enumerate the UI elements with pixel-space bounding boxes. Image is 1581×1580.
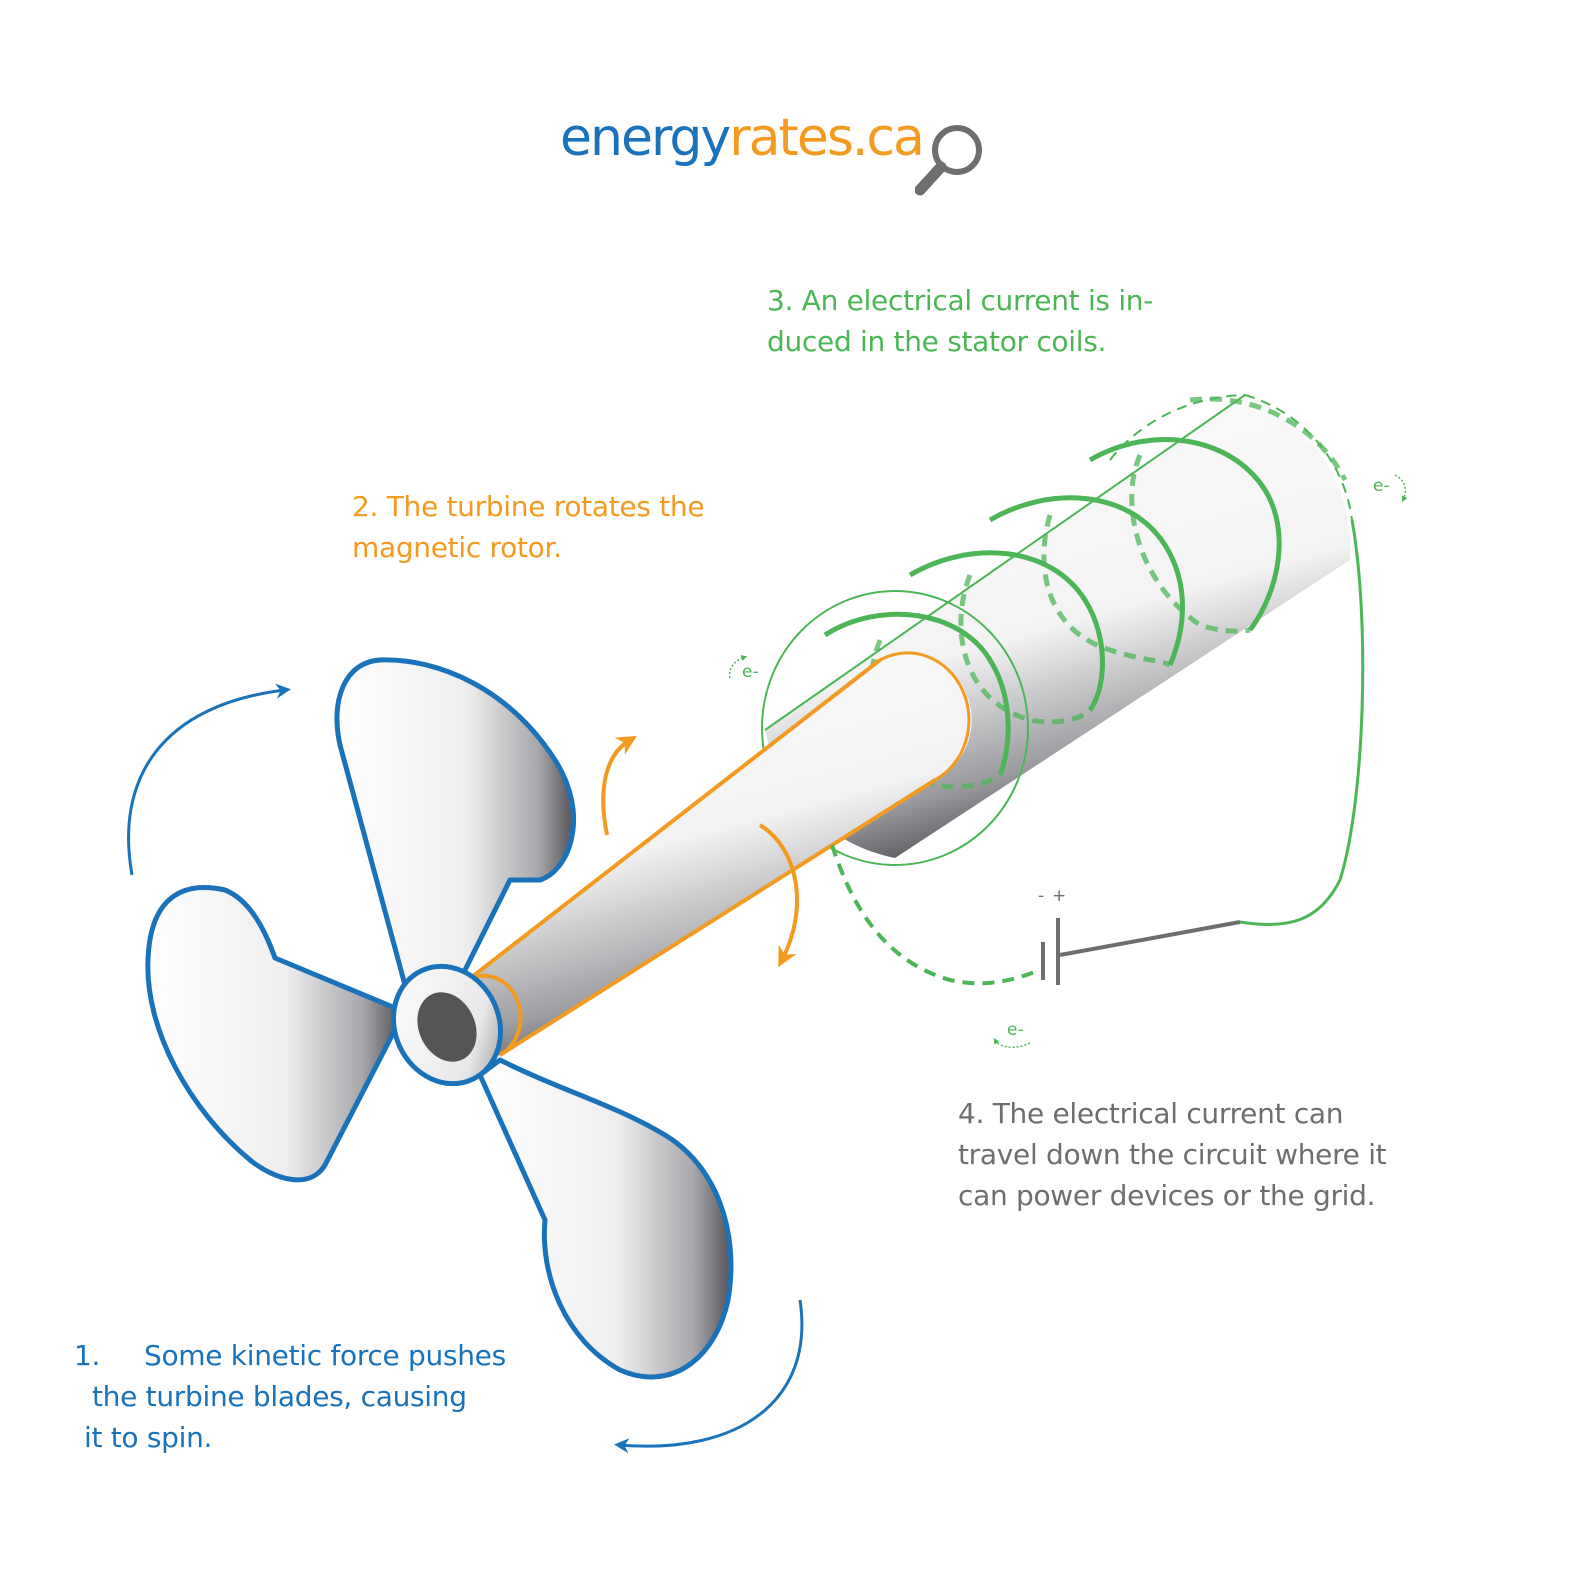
- step-1-line-1: Some kinetic force pushes: [144, 1339, 506, 1372]
- step-3-caption: 3. An electrical current is in- duced in…: [767, 280, 1153, 362]
- turbine-blade-left: [145, 885, 403, 1183]
- step-4-caption: 4. The electrical current can travel dow…: [958, 1093, 1387, 1216]
- rotor-rotation-arrow-bottom: [758, 823, 800, 968]
- turbine-blade-top: [334, 657, 577, 988]
- rotor-shaft: [446, 651, 972, 1058]
- battery-minus-sign: -: [1038, 886, 1045, 906]
- step-1-caption: 1. Some kinetic force pushes the turbine …: [74, 1335, 506, 1458]
- turbine: [145, 657, 734, 1380]
- turbine-hub-center: [417, 992, 477, 1062]
- electron-arrow-bottom: [993, 1037, 1031, 1048]
- rotor-rotation-arrow-top: [601, 735, 637, 836]
- step-2-line-2: magnetic rotor.: [352, 531, 562, 564]
- stator-coils: [823, 396, 1348, 790]
- electron-label-bottom: e-: [1007, 1020, 1024, 1040]
- step-4-line-1: 4. The electrical current can: [958, 1097, 1344, 1130]
- logo-text-energy: energy: [560, 108, 731, 168]
- step-4-line-3: can power devices or the grid.: [958, 1179, 1376, 1212]
- electron-arrow-top-right: [1394, 474, 1408, 503]
- step-1-line-3: it to spin.: [84, 1421, 213, 1454]
- step-1-number: 1.: [74, 1339, 101, 1372]
- magnifier-icon: [915, 125, 982, 196]
- logo-text-rates: rates.ca: [729, 108, 925, 168]
- step-2-line-1: 2. The turbine rotates the: [352, 490, 705, 523]
- turbine-rotation-arrow-bottom: [614, 1299, 804, 1454]
- step-4-line-2: travel down the circuit where it: [958, 1138, 1387, 1171]
- step-3-line-1: 3. An electrical current is in-: [767, 284, 1154, 317]
- electron-label-top-right: e-: [1373, 476, 1390, 496]
- battery-plus-sign: +: [1052, 886, 1067, 906]
- turbine-rotation-arrow-top: [127, 683, 291, 876]
- step-1-line-2: the turbine blades, causing: [92, 1380, 467, 1413]
- circuit: [830, 519, 1365, 986]
- step-2-caption: 2. The turbine rotates the magnetic roto…: [352, 486, 705, 568]
- electron-label-left: e-: [742, 662, 759, 682]
- step-3-line-2: duced in the stator coils.: [767, 325, 1107, 358]
- turbine-blade-bottom: [477, 1057, 734, 1380]
- electron-arrow-left: [728, 655, 748, 679]
